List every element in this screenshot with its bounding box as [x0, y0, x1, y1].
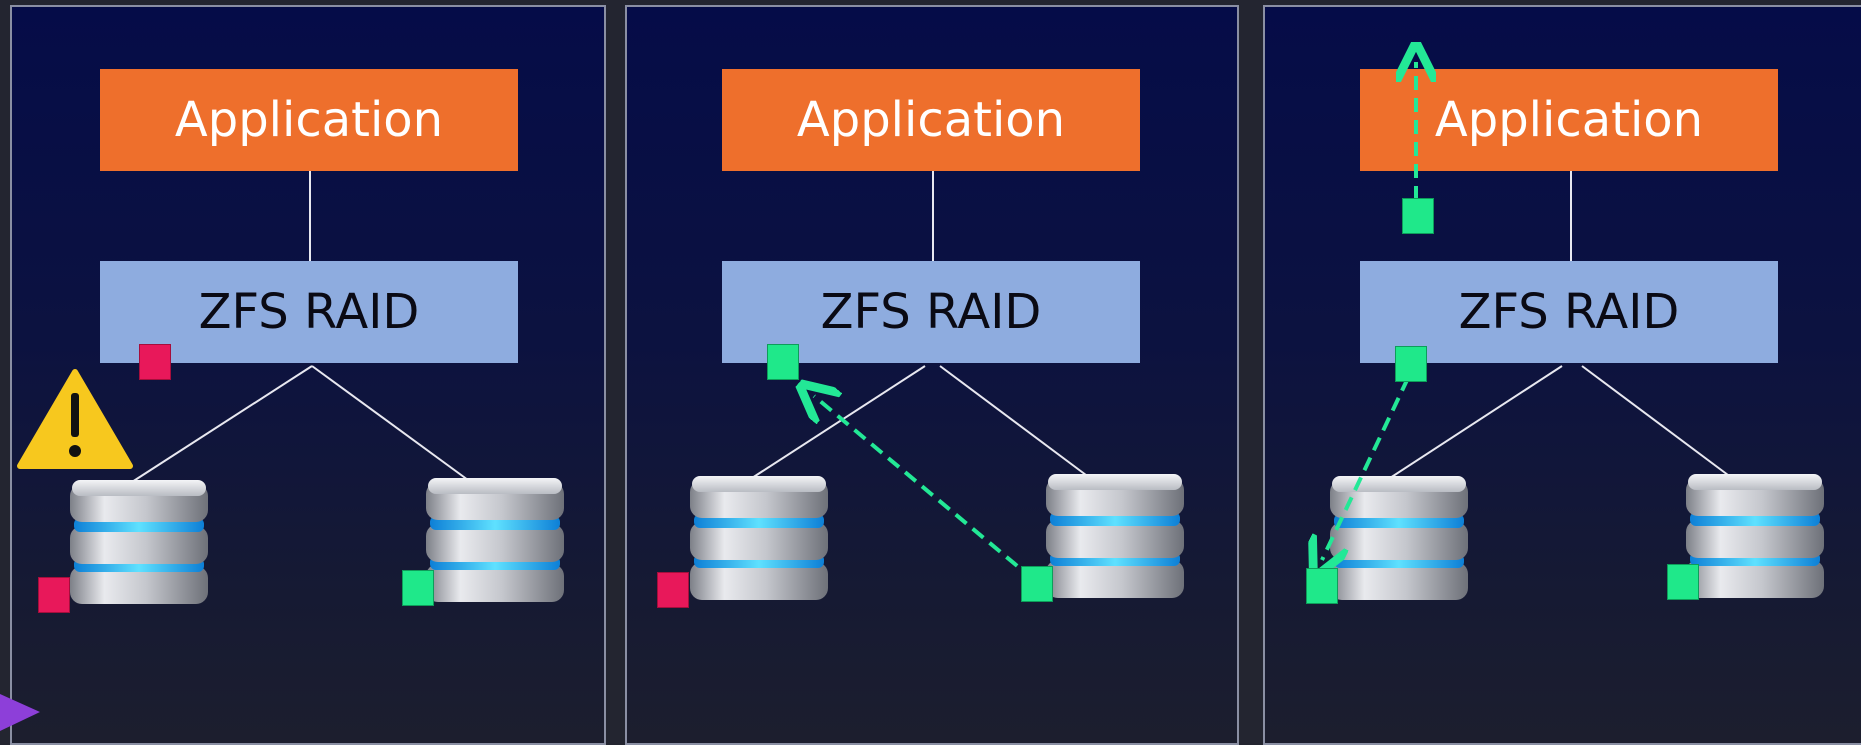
repair-arrow: [1322, 377, 1410, 560]
disk-icon: [1686, 474, 1824, 598]
application-box: Application: [100, 69, 518, 171]
corrupt-block: [139, 344, 171, 380]
good-block: [1402, 198, 1434, 234]
connector-lines: [131, 171, 1733, 483]
good-block: [767, 344, 799, 380]
corner-shape: [0, 694, 40, 731]
disk-icon: [426, 478, 564, 602]
good-block: [1667, 564, 1699, 600]
zfs-raid-box: ZFS RAID: [1360, 261, 1778, 363]
disk-icon: [690, 476, 828, 600]
disk-icon: [1330, 476, 1468, 600]
disk-icon: [70, 480, 208, 604]
good-block: [402, 570, 434, 606]
corrupt-block: [38, 577, 70, 613]
application-box: Application: [1360, 69, 1778, 171]
corrupt-block: [657, 572, 689, 608]
warning-icon: [17, 369, 133, 469]
good-block: [1306, 568, 1338, 604]
application-box: Application: [722, 69, 1140, 171]
disk-icon: [1046, 474, 1184, 598]
good-block: [1021, 566, 1053, 602]
good-block: [1395, 346, 1427, 382]
read-mirror-arrow: [814, 396, 1036, 582]
